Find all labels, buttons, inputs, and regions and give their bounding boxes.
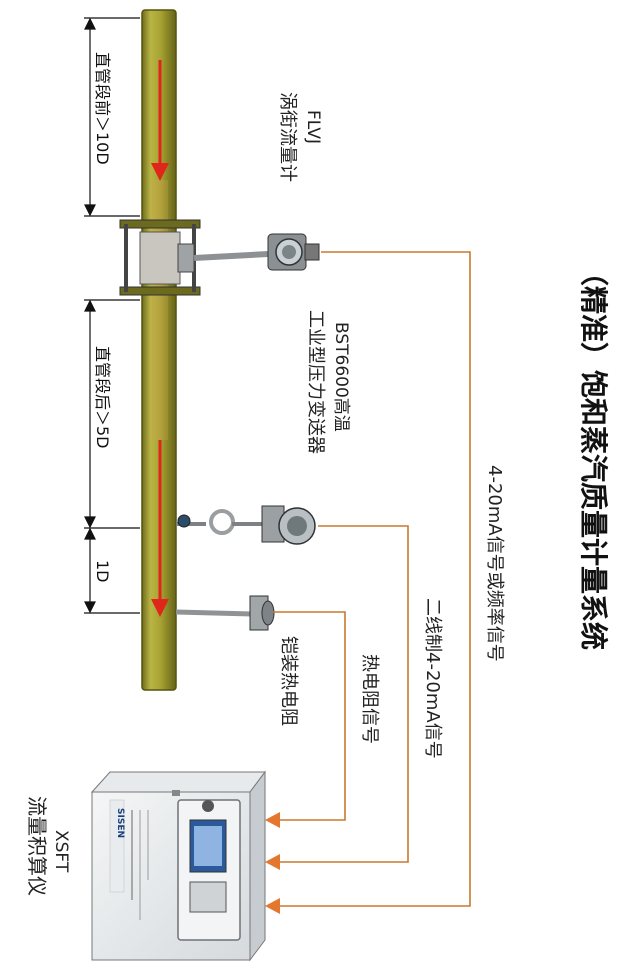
flow-signal-label: 4-20mA信号或频率信号 <box>484 465 505 662</box>
armored-thermal-resistor <box>175 595 275 631</box>
integrator-desc: 流量积算仪 <box>25 796 49 896</box>
diagram-title: （精准）饱和蒸汽质量计量系统 <box>577 258 610 650</box>
signal-line-pressure <box>272 525 409 863</box>
arrow-temperature <box>265 812 280 828</box>
vortex-flowmeter <box>177 233 320 273</box>
arrow-pressure <box>265 854 280 870</box>
dimension-lines <box>84 17 140 614</box>
signal-line-flow <box>272 251 471 907</box>
gap-length-label: 1D <box>93 560 112 583</box>
flowmeter-name: FLVJ <box>303 110 323 144</box>
signal-line-temperature <box>272 611 346 821</box>
downstream-length-label: 直管段后＞5D <box>93 346 112 449</box>
flow-integrator: SISEN <box>90 770 266 962</box>
arrow-flow <box>265 898 280 914</box>
pipe-watermark <box>150 180 168 440</box>
pressure-desc: 工业型压力变送器 <box>305 310 326 454</box>
device-brand-label: SISEN <box>115 808 125 838</box>
pressure-signal-label: 二线制4-20mA信号 <box>422 598 443 759</box>
thermo-desc: 铠装热电阻 <box>278 636 299 726</box>
upstream-length-label: 直管段前＞10D <box>93 52 112 165</box>
temperature-signal-label: 热电阻信号 <box>359 654 380 744</box>
integrator-model: XSFT <box>51 830 71 873</box>
flowmeter-desc: 涡街流量计 <box>277 92 298 182</box>
pressure-transmitter <box>176 505 316 545</box>
pressure-model: BST6600高温 <box>331 322 351 432</box>
